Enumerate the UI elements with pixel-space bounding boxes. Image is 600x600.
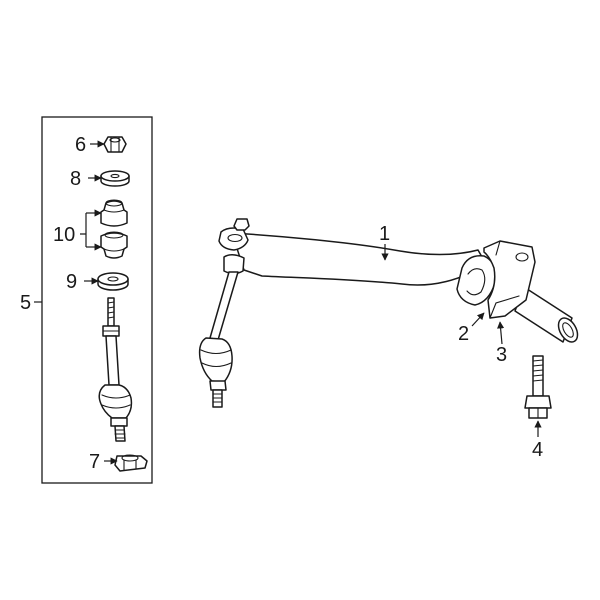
leader-2 — [471, 312, 485, 327]
callout-8: 8 — [70, 168, 81, 190]
washer-part-8 — [100, 170, 130, 187]
callout-5: 5 — [20, 292, 31, 314]
bracket-part-3 — [483, 240, 536, 319]
callout-4: 4 — [532, 439, 543, 461]
callout-10: 10 — [53, 224, 75, 246]
washer-part-9 — [97, 272, 129, 291]
callout-2: 2 — [458, 323, 469, 345]
bolt-part-4 — [524, 355, 552, 419]
leader-3 — [497, 321, 505, 345]
bushing-upper-part-10 — [100, 199, 128, 227]
kit-box — [41, 116, 153, 484]
callout-7: 7 — [89, 451, 100, 473]
nut-part-6 — [103, 136, 127, 153]
callout-1: 1 — [379, 223, 390, 245]
callout-3: 3 — [496, 344, 507, 366]
bracket-10 — [80, 213, 87, 247]
nut-part-7 — [114, 454, 148, 472]
callout-9: 9 — [66, 271, 77, 293]
stabilizer-link — [98, 297, 133, 442]
installed-link — [198, 218, 250, 408]
callout-6: 6 — [75, 134, 86, 156]
bushing-lower-part-10 — [100, 231, 128, 259]
